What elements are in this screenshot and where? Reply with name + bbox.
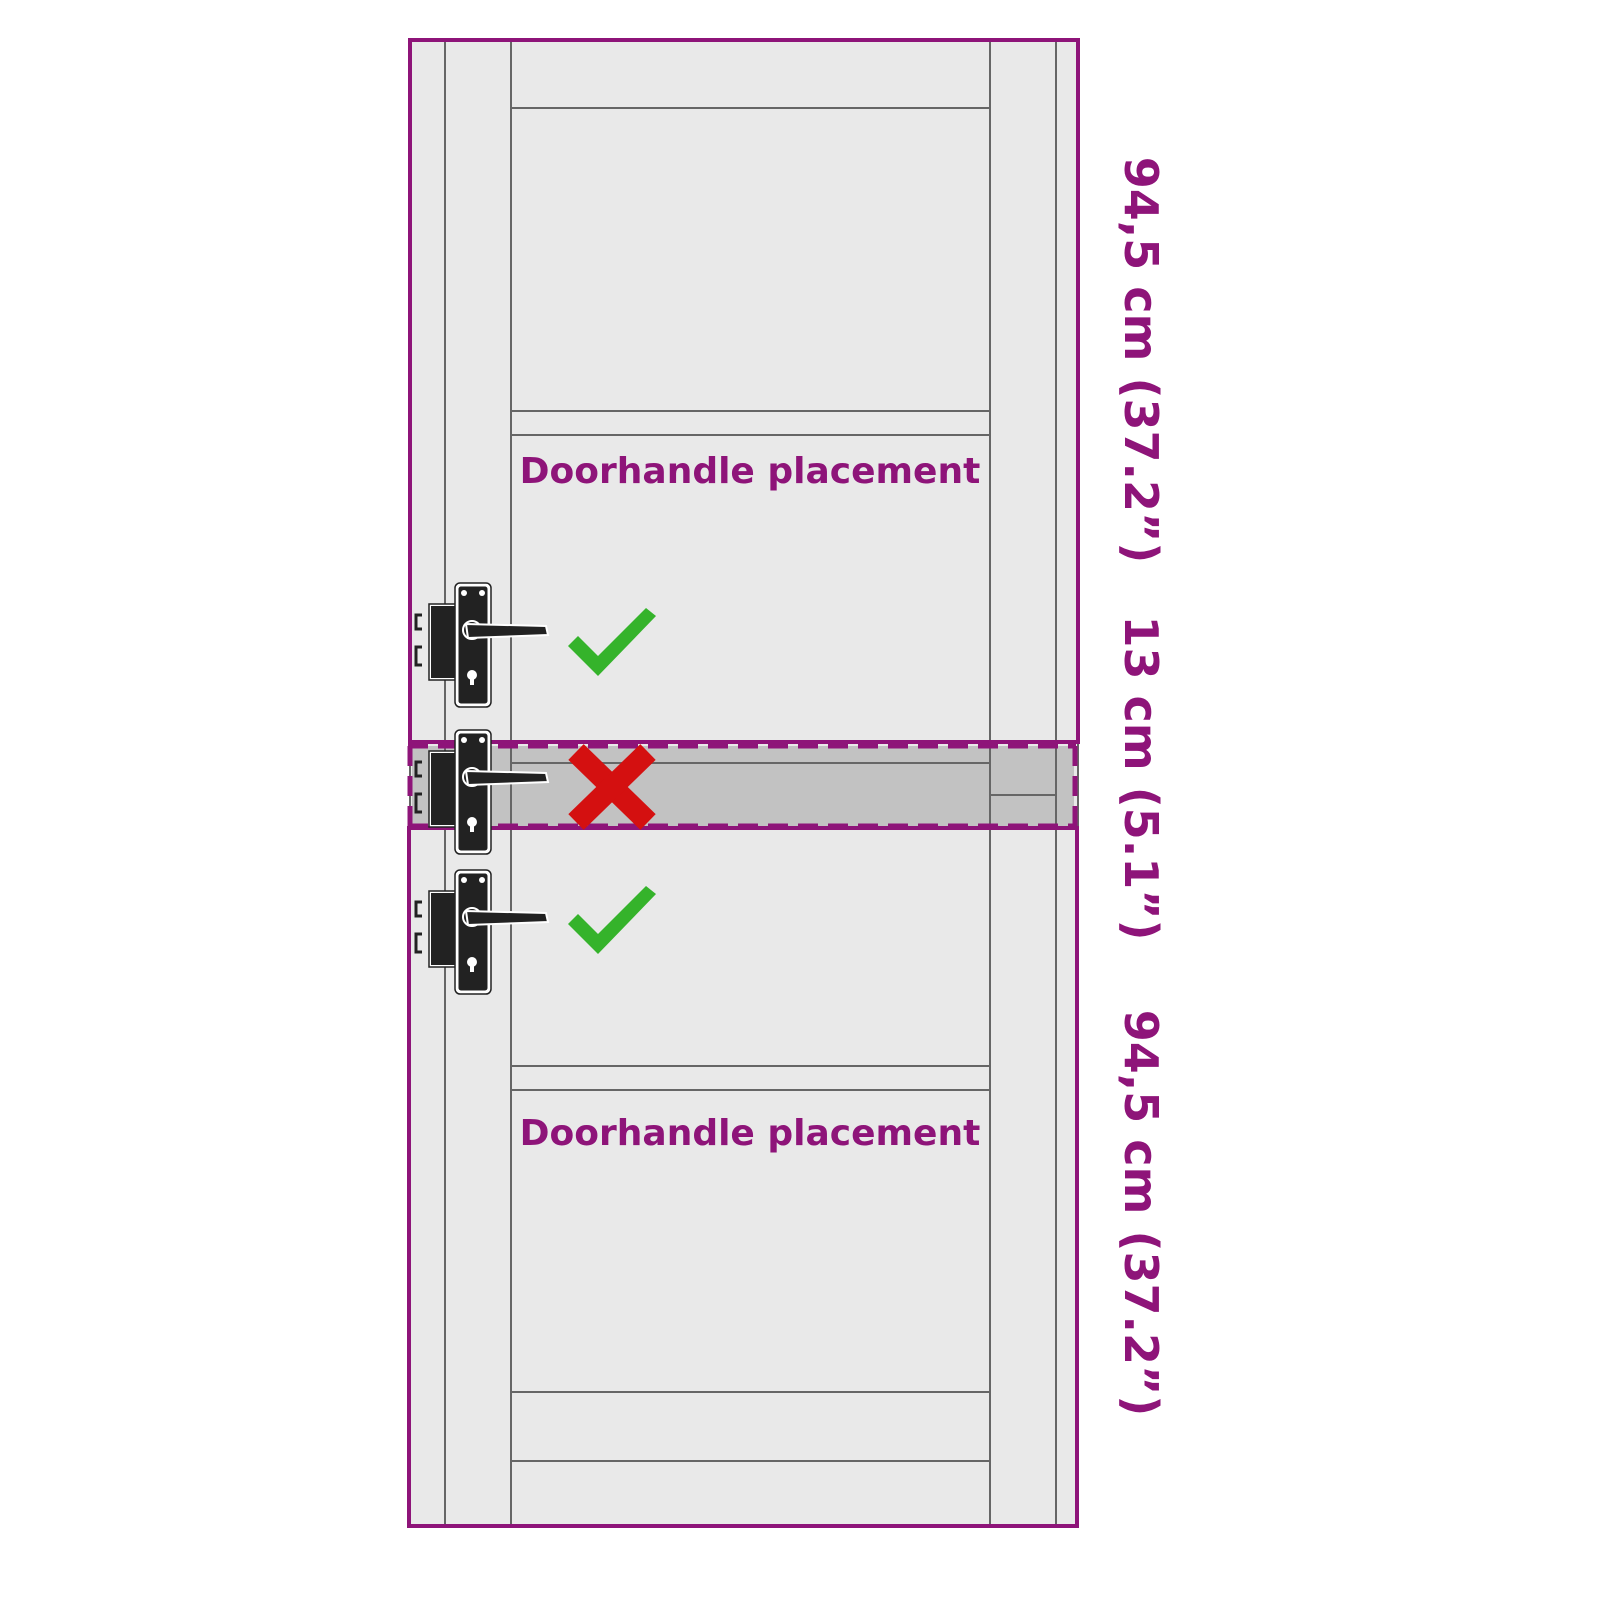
dimension-bottom: 94,5 cm (37.2”) (1114, 1010, 1168, 1417)
dimension-top: 94,5 cm (37.2”) (1114, 157, 1168, 564)
cross-icon (568, 744, 656, 830)
forbidden-zone (407, 743, 1078, 829)
dimension-middle: 13 cm (5.1”) (1114, 615, 1168, 940)
zone-label-top: Doorhandle placement (520, 451, 981, 492)
zone-label-bottom: Doorhandle placement (520, 1113, 981, 1154)
allowed-zone-bottom (407, 826, 1079, 1528)
allowed-zone-top (408, 38, 1080, 744)
